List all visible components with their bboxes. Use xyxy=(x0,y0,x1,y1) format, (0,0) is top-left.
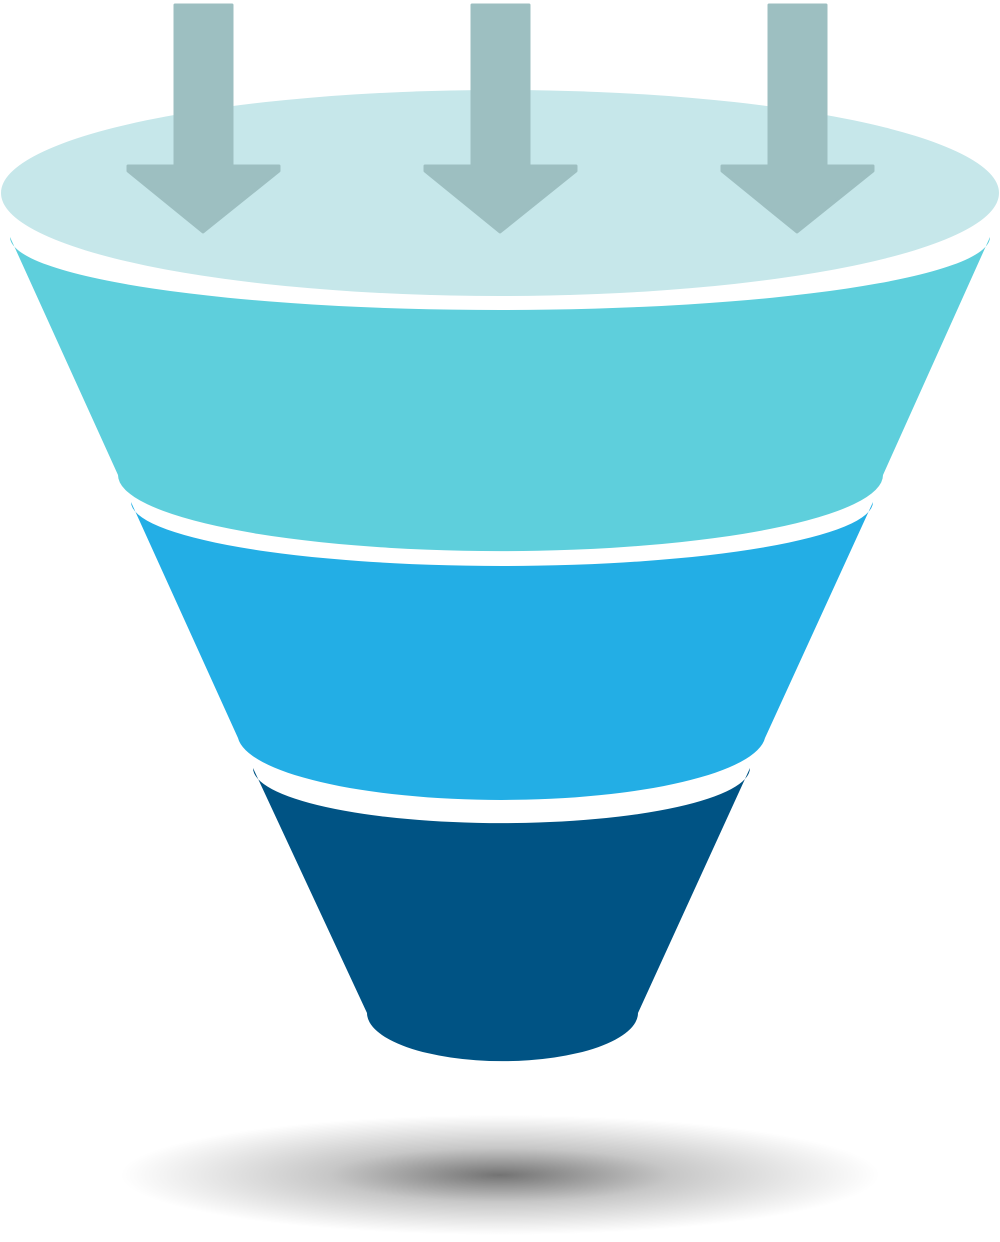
down-arrow-icon xyxy=(126,3,281,234)
funnel-stage-2 xyxy=(131,502,873,800)
ground-shadow xyxy=(120,1115,880,1235)
down-arrow-icon xyxy=(720,3,875,234)
down-arrow-icon xyxy=(423,3,578,234)
funnel-stage-1 xyxy=(10,237,990,552)
funnel-stage-3 xyxy=(253,768,750,1062)
input-arrows xyxy=(126,3,875,234)
